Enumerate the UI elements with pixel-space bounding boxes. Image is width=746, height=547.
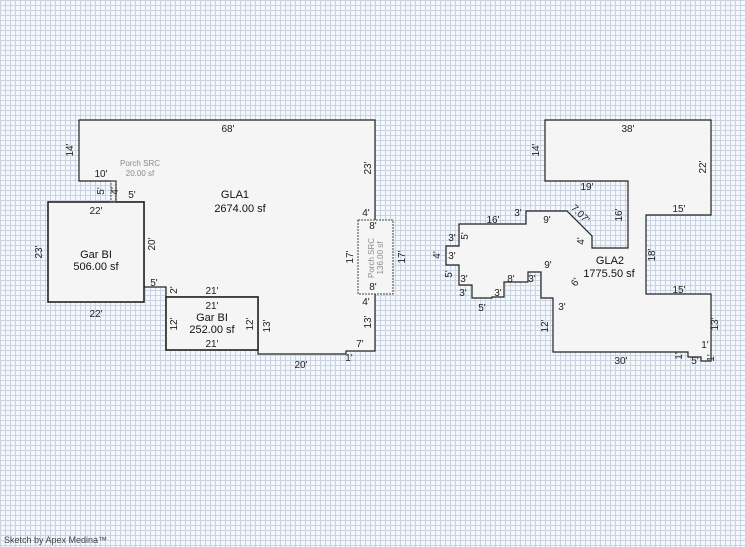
porch1-name: Porch SRC (120, 159, 160, 168)
dim-label: 9' (544, 260, 552, 271)
dim-label: 8' (507, 274, 515, 285)
dim-label: 5' (444, 270, 455, 278)
dim-label: 21' (205, 286, 218, 297)
dim-label: 13' (262, 319, 273, 332)
dim-label: 3' (558, 302, 566, 313)
dim-label: 4' (362, 208, 370, 219)
dim-label: 5' (150, 278, 158, 289)
dim-label: 22' (698, 160, 709, 173)
garage2-area: 252.00 sf (189, 324, 235, 336)
dim-label: 5' (478, 303, 486, 314)
dim-label: 3' (460, 274, 468, 285)
dim-label: 4' (110, 187, 121, 195)
dim-label: 1' (706, 354, 717, 362)
dim-label: 17' (397, 250, 408, 263)
gla2-name: GLA2 (596, 255, 624, 267)
dim-label: 12' (245, 317, 256, 330)
dim-label: 15' (672, 204, 685, 215)
dim-label: 21' (205, 339, 218, 350)
dim-label: 38' (621, 124, 634, 135)
porch1-outline (110, 180, 117, 203)
dim-label: 23' (34, 245, 45, 258)
dim-label: 5' (691, 356, 699, 367)
dim-label: 5' (96, 187, 107, 195)
dim-label: 16' (486, 215, 499, 226)
dim-label: 15' (672, 285, 685, 296)
dim-label: 10' (94, 169, 107, 180)
dim-label: 8' (369, 282, 377, 293)
dim-label: 13' (363, 315, 374, 328)
garage2-name: Gar BI (196, 312, 228, 324)
garage1-area: 506.00 sf (73, 261, 119, 273)
dim-label: 4' (576, 237, 587, 245)
dim-label: 19' (580, 182, 593, 193)
porch2-name: Porch SRC (367, 238, 376, 278)
gla2-area: 1775.50 sf (583, 268, 635, 280)
dim-label: 12' (540, 319, 551, 332)
dim-label: 7' (356, 339, 364, 350)
porch2-area: 136.00 sf (376, 241, 385, 275)
gla2-outline (445, 119, 712, 362)
garage2-outline (165, 296, 259, 351)
dim-label: 20' (147, 237, 158, 250)
dim-label: 3' (448, 233, 456, 244)
porch1-area: 20.00 sf (126, 169, 155, 178)
dim-label: 9' (543, 215, 551, 226)
garage1-outline (47, 201, 145, 303)
dim-label: 5' (460, 232, 471, 240)
dim-label: 14' (531, 143, 542, 156)
dim-label: 14' (65, 143, 76, 156)
dim-label: 21' (205, 301, 218, 312)
dim-label: 12' (169, 317, 180, 330)
dim-label: 18' (647, 248, 658, 261)
dim-label: 3' (494, 288, 502, 299)
dim-label: 22' (89, 206, 102, 217)
gla1-name: GLA1 (221, 189, 249, 201)
dim-label: 30' (614, 356, 627, 367)
dim-label: 22' (89, 309, 102, 320)
dim-label: 16' (614, 208, 625, 221)
dim-label: 20' (294, 360, 307, 371)
dim-label: 8' (369, 221, 377, 232)
dim-label: 4' (362, 297, 370, 308)
dim-label: 3' (514, 208, 522, 219)
dim-label: 23' (363, 161, 374, 174)
dim-label: 1' (701, 340, 709, 351)
dim-label: 2' (169, 286, 180, 294)
dim-label: 68' (221, 124, 234, 135)
dim-label: 1' (345, 353, 353, 364)
gla1-area: 2674.00 sf (214, 203, 266, 215)
dim-label: 4' (432, 251, 443, 259)
porch2-outline (357, 219, 394, 295)
dim-label: 3' (528, 274, 536, 285)
dim-label: 13' (710, 317, 721, 330)
dim-label: 5' (128, 190, 136, 201)
garage1-name: Gar BI (80, 249, 112, 261)
sketch-footer: Sketch by Apex Medina™ (4, 535, 108, 545)
dim-label: 17' (345, 250, 356, 263)
dim-label: 1' (674, 352, 685, 360)
dim-label: 3' (459, 288, 467, 299)
dim-label: 3' (448, 251, 456, 262)
